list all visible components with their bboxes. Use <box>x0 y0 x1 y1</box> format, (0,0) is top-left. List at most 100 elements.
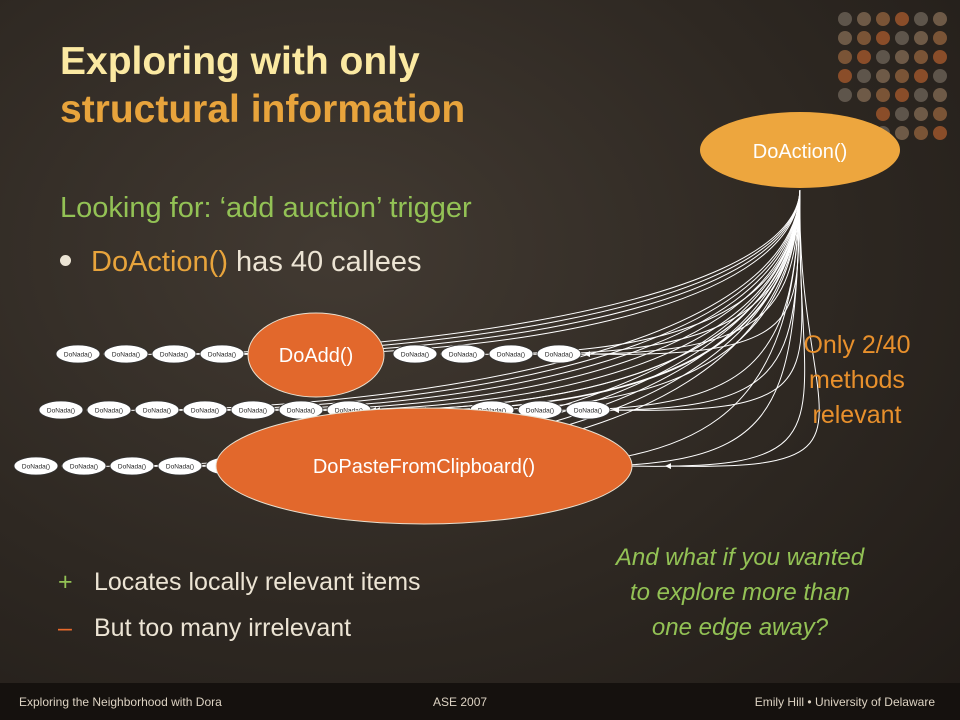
decorative-dot <box>857 69 871 83</box>
decorative-dot <box>876 88 890 102</box>
callee-label: DoNada() <box>118 464 146 471</box>
relevant-note-line: methods <box>809 366 905 394</box>
explore-note-line: to explore more than <box>629 579 851 606</box>
decorative-dot <box>933 107 947 121</box>
footer-center: ASE 2007 <box>433 695 488 709</box>
callee-label: DoNada() <box>287 408 315 415</box>
callee-label: DoNada() <box>526 408 554 415</box>
plus-item: + Locates locally relevant items <box>58 568 421 597</box>
callee-node <box>536 344 582 364</box>
decorative-dot <box>857 12 871 26</box>
decorative-dot <box>838 12 852 26</box>
plus-icon: + <box>58 568 73 596</box>
decorative-dot <box>876 31 890 45</box>
root-node-label: DoAction() <box>753 141 847 163</box>
callee-node <box>392 344 438 364</box>
decorative-dot <box>914 126 928 140</box>
callee-node <box>151 344 197 364</box>
callee-label: DoNada() <box>166 464 194 471</box>
slide-footer: Exploring the Neighborhood with Dora ASE… <box>0 683 960 720</box>
decorative-dot <box>876 50 890 64</box>
decorative-dot <box>895 69 909 83</box>
explore-note: And what if you wanted to explore more t… <box>560 540 920 645</box>
looking-for-text: Looking for: ‘add auction’ trigger <box>60 192 472 224</box>
bullet-method-name: DoAction() <box>91 246 228 278</box>
footer-right: Emily Hill • University of Delaware <box>754 695 935 709</box>
title-line-2: structural information <box>60 88 466 131</box>
callee-count-bullet: DoAction() has 40 callees <box>60 246 421 279</box>
callee-label: DoNada() <box>191 408 219 415</box>
callee-node <box>61 456 107 476</box>
decorative-dot <box>914 88 928 102</box>
callee-node <box>157 456 203 476</box>
callee-label: DoNada() <box>497 352 525 359</box>
bullet-rest-text: has 40 callees <box>228 246 422 278</box>
decorative-dot <box>895 12 909 26</box>
callee-label: DoNada() <box>208 352 236 359</box>
root-node <box>700 112 900 188</box>
title-line-1: Exploring with only <box>60 40 420 83</box>
decorative-dot <box>933 88 947 102</box>
callee-node <box>86 400 132 420</box>
callee-node <box>488 344 534 364</box>
callee-label: DoNada() <box>112 352 140 359</box>
callee-node <box>55 344 101 364</box>
call-edge <box>134 189 801 414</box>
decorative-dot <box>933 126 947 140</box>
decorative-dot <box>838 50 852 64</box>
minus-item-text: But too many irrelevant <box>94 614 352 642</box>
bullet-dot-icon <box>60 254 71 266</box>
decorative-dot <box>914 107 928 121</box>
decorative-dot <box>914 31 928 45</box>
callee-label: DoNada() <box>574 408 602 415</box>
decorative-dot <box>895 88 909 102</box>
callee-node <box>134 400 180 420</box>
callee-label: DoNada() <box>239 408 267 415</box>
plus-item-text: Locates locally relevant items <box>94 568 421 596</box>
highlighted-node <box>215 407 633 525</box>
decorative-dot <box>876 69 890 83</box>
decorative-dot <box>914 69 928 83</box>
highlighted-node-label: DoAdd() <box>279 345 353 367</box>
explore-note-line: one edge away? <box>651 614 829 641</box>
decorative-dot <box>838 88 852 102</box>
highlighted-node-label: DoPasteFromClipboard() <box>313 456 535 478</box>
minus-item: –But too many irrelevant <box>58 614 351 643</box>
callee-label: DoNada() <box>545 352 573 359</box>
slide-title: Exploring with only structural informati… <box>60 38 465 134</box>
callee-node <box>199 344 245 364</box>
call-edge <box>545 189 801 470</box>
decorative-dot <box>933 31 947 45</box>
call-edge <box>103 189 801 358</box>
callee-label: DoNada() <box>95 408 123 415</box>
callee-label: DoNada() <box>160 352 188 359</box>
decorative-dot <box>933 50 947 64</box>
callee-label: DoNada() <box>47 408 75 415</box>
decorative-dot <box>895 50 909 64</box>
call-edge <box>440 189 801 358</box>
callee-node <box>182 400 228 420</box>
decorative-dot <box>895 126 909 140</box>
callee-label: DoNada() <box>401 352 429 359</box>
callee-node <box>13 456 59 476</box>
decorative-dot <box>914 12 928 26</box>
call-edge <box>86 189 801 414</box>
decorative-dot <box>933 69 947 83</box>
callee-node <box>440 344 486 364</box>
decorative-dot <box>895 31 909 45</box>
call-edge <box>326 189 801 414</box>
footer-left: Exploring the Neighborhood with Dora <box>19 695 222 709</box>
call-edge <box>584 189 801 358</box>
decorative-dot <box>895 107 909 121</box>
node-group: DoNada() DoNada() DoNada() DoNada() DoNada()… <box>13 112 900 525</box>
explore-note-line: And what if you wanted <box>615 544 865 571</box>
decorative-dot <box>876 107 890 121</box>
decorative-dot <box>857 31 871 45</box>
decorative-dot <box>838 31 852 45</box>
callee-label: DoNada() <box>22 464 50 471</box>
decorative-dot <box>857 88 871 102</box>
relevant-note-line: relevant <box>812 401 902 429</box>
minus-icon: – <box>58 614 72 642</box>
callee-label: DoNada() <box>335 408 363 415</box>
decorative-dot <box>876 12 890 26</box>
